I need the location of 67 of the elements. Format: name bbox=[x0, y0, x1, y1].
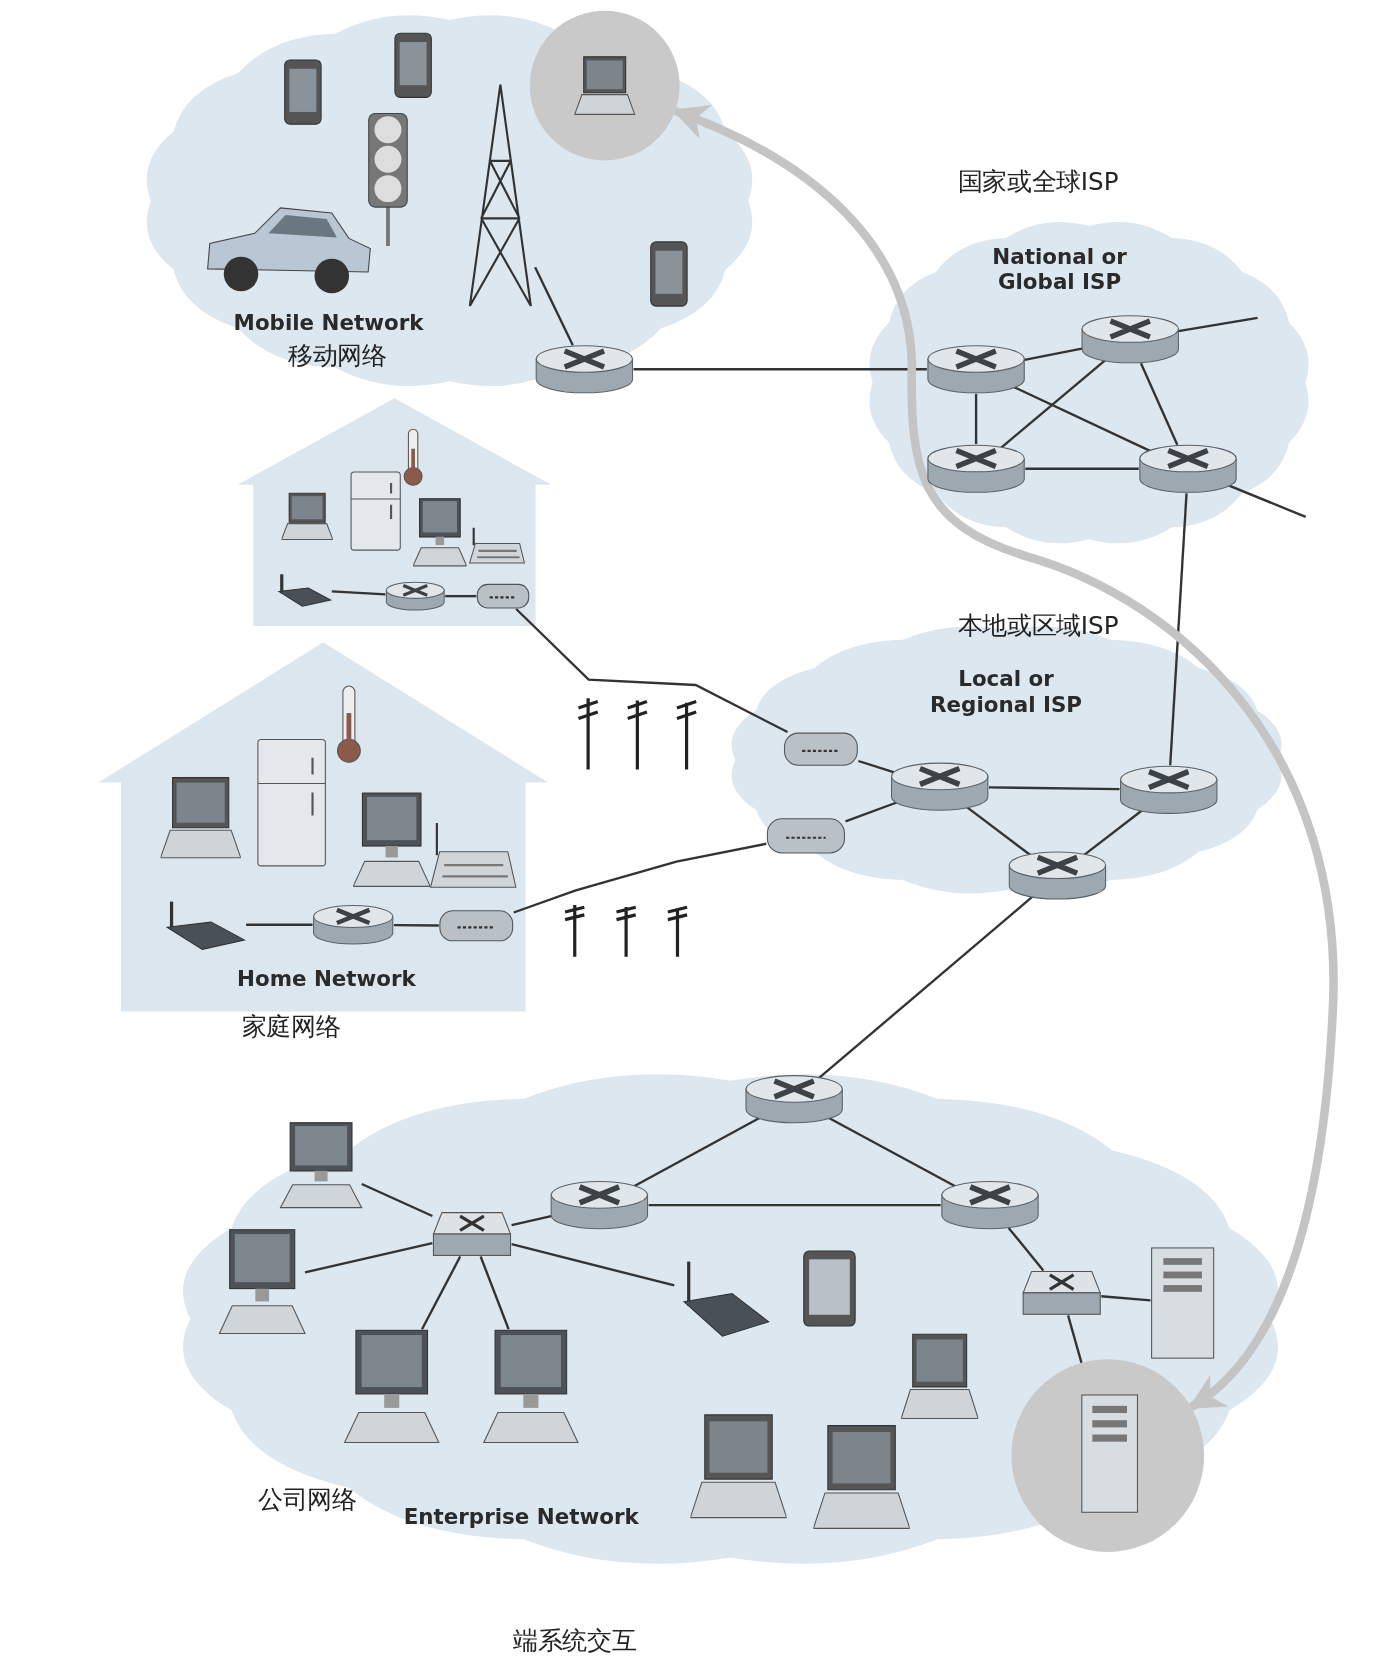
router-icon bbox=[744, 1074, 844, 1124]
laptop-icon bbox=[529, 10, 680, 161]
router-icon bbox=[312, 904, 394, 946]
network-label: Local or Regional ISP bbox=[929, 667, 1083, 718]
network-link bbox=[534, 266, 574, 346]
network-link bbox=[974, 393, 978, 445]
network-link bbox=[1083, 809, 1143, 856]
switch-icon bbox=[1022, 1270, 1102, 1316]
network-label: National or Global ISP bbox=[991, 244, 1128, 295]
router-icon bbox=[385, 581, 446, 612]
network-label: 国家或全球ISP bbox=[957, 167, 1119, 197]
network-link bbox=[988, 786, 1120, 791]
network-link bbox=[1011, 385, 1153, 453]
network-label: 公司网络 bbox=[257, 1486, 357, 1516]
router-icon bbox=[1008, 850, 1107, 901]
switch-icon bbox=[432, 1211, 512, 1257]
desktop-computer-icon bbox=[219, 1228, 306, 1336]
network-link bbox=[393, 923, 439, 927]
router-icon bbox=[926, 444, 1026, 494]
network-label: 移动网络 bbox=[287, 341, 387, 371]
network-link bbox=[1176, 316, 1258, 333]
network-link bbox=[246, 923, 313, 926]
network-link bbox=[1007, 1227, 1045, 1272]
network-link bbox=[1066, 1315, 1083, 1364]
server-icon bbox=[1150, 1246, 1215, 1360]
cable-modem-icon bbox=[783, 732, 859, 767]
network-link bbox=[648, 1203, 941, 1207]
network-link bbox=[513, 842, 767, 914]
router-icon bbox=[550, 1180, 649, 1230]
network-link bbox=[421, 1255, 462, 1330]
network-label: 本地或区域ISP bbox=[957, 611, 1119, 641]
network-link bbox=[331, 590, 386, 596]
network-link bbox=[1101, 1295, 1151, 1302]
network-label: Enterprise Network bbox=[403, 1505, 639, 1531]
network-label: 家庭网络 bbox=[241, 1012, 341, 1042]
router-icon bbox=[926, 344, 1026, 394]
desktop-computer-icon bbox=[280, 1121, 362, 1210]
network-link bbox=[632, 1116, 762, 1189]
router-icon bbox=[1138, 444, 1238, 494]
network-link bbox=[1139, 362, 1179, 446]
network-link bbox=[818, 895, 1034, 1079]
network-link bbox=[515, 608, 789, 734]
router-icon bbox=[535, 344, 634, 394]
cable-modem-icon bbox=[438, 909, 514, 942]
cable-modem-icon bbox=[476, 583, 530, 609]
network-link bbox=[633, 368, 927, 371]
network-label: Mobile Network bbox=[233, 310, 424, 336]
caption: 端系统交互 bbox=[513, 1626, 637, 1656]
router-icon bbox=[890, 762, 989, 812]
curved-arrow bbox=[671, 105, 1337, 1411]
network-link bbox=[361, 1182, 433, 1218]
router-icon bbox=[940, 1180, 1040, 1230]
router-icon bbox=[1080, 314, 1180, 364]
network-link bbox=[445, 594, 477, 598]
network-link bbox=[966, 806, 1031, 856]
desktop-computer-icon bbox=[344, 1329, 439, 1445]
server-icon bbox=[1011, 1359, 1205, 1552]
cable-modem-icon bbox=[766, 817, 846, 855]
router-icon bbox=[1119, 765, 1218, 815]
network-link bbox=[1169, 493, 1188, 766]
network-label: Home Network bbox=[237, 966, 416, 992]
network-link bbox=[304, 1241, 433, 1274]
network-link bbox=[479, 1256, 510, 1330]
network-link bbox=[511, 1242, 675, 1287]
network-link bbox=[1025, 467, 1139, 470]
network-link bbox=[1000, 359, 1106, 449]
desktop-computer-icon bbox=[483, 1329, 578, 1445]
